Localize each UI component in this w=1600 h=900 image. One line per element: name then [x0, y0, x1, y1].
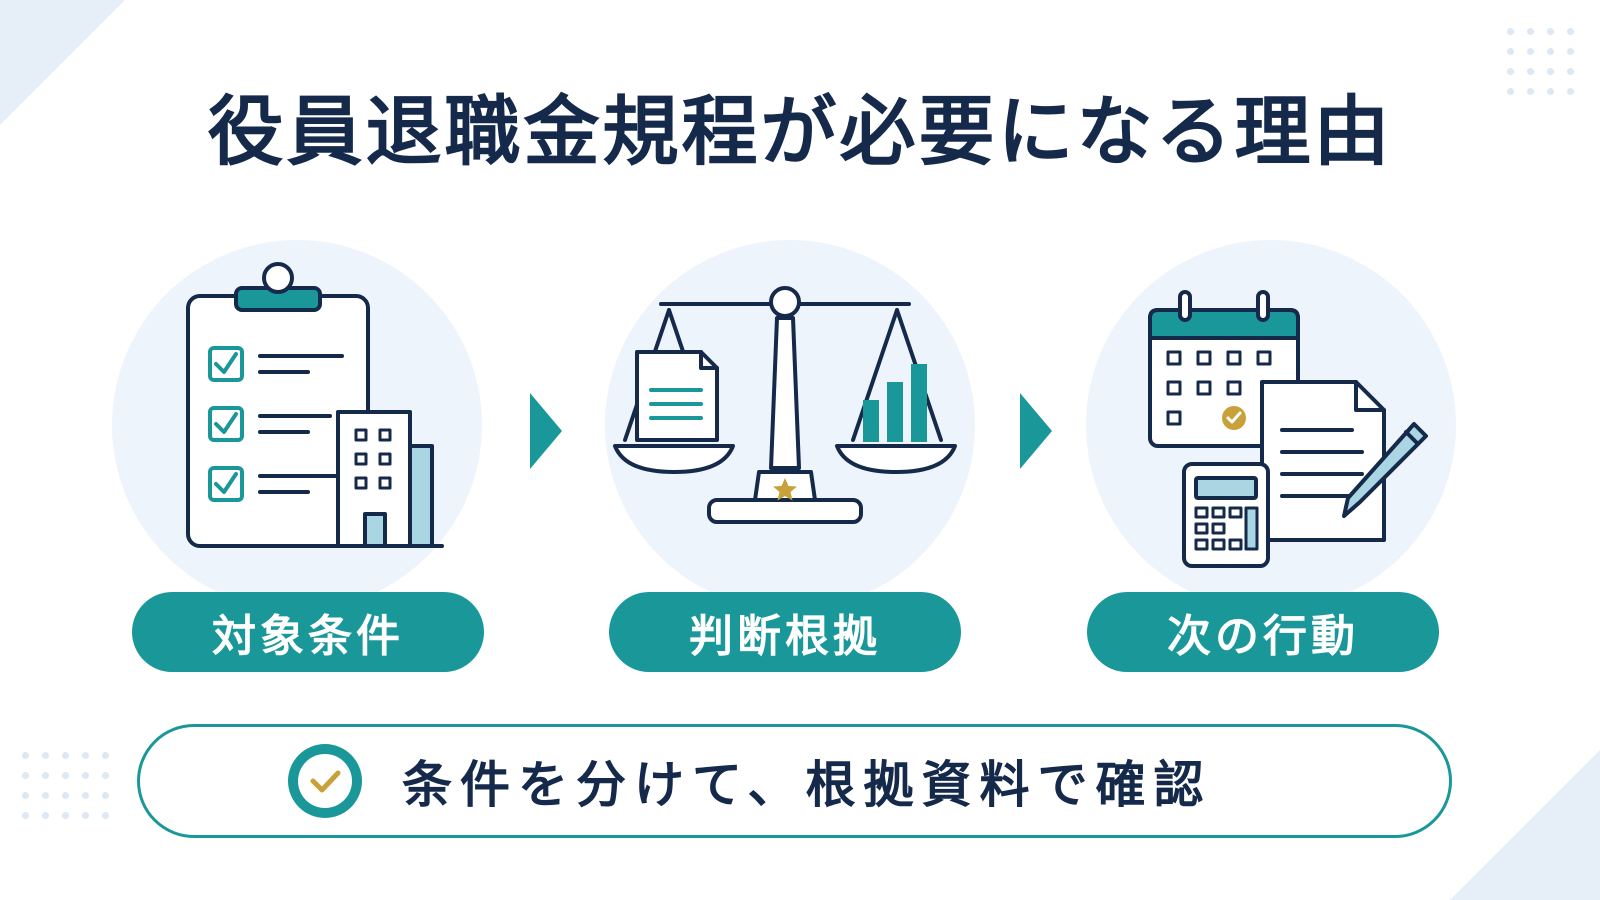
page-title: 役員退職金規程が必要になる理由	[207, 87, 1393, 176]
check-circle-icon	[288, 744, 362, 818]
step-3-label: 次の行動	[1087, 592, 1439, 672]
flow-arrow-2	[1020, 393, 1052, 469]
summary-text: 条件を分けて、根拠資料で確認	[402, 756, 1212, 814]
step-2-label: 判断根拠	[609, 592, 961, 672]
step-1-label: 対象条件	[132, 592, 484, 672]
summary-banner: 条件を分けて、根拠資料で確認	[137, 724, 1452, 838]
step-1-illustration	[112, 240, 482, 610]
balance-scale-icon	[613, 286, 957, 524]
corner-decoration-bottom-right	[1450, 750, 1600, 900]
clipboard-checklist-building-icon	[186, 262, 444, 548]
dot-pattern-bottom-left	[22, 752, 109, 819]
dot-pattern-top-right	[1507, 28, 1574, 95]
flow-arrow-1	[530, 393, 562, 469]
calendar-document-calculator-icon	[1148, 290, 1428, 568]
step-2-illustration	[605, 240, 975, 610]
step-3-illustration	[1086, 240, 1456, 610]
corner-decoration-top-left	[0, 0, 125, 125]
